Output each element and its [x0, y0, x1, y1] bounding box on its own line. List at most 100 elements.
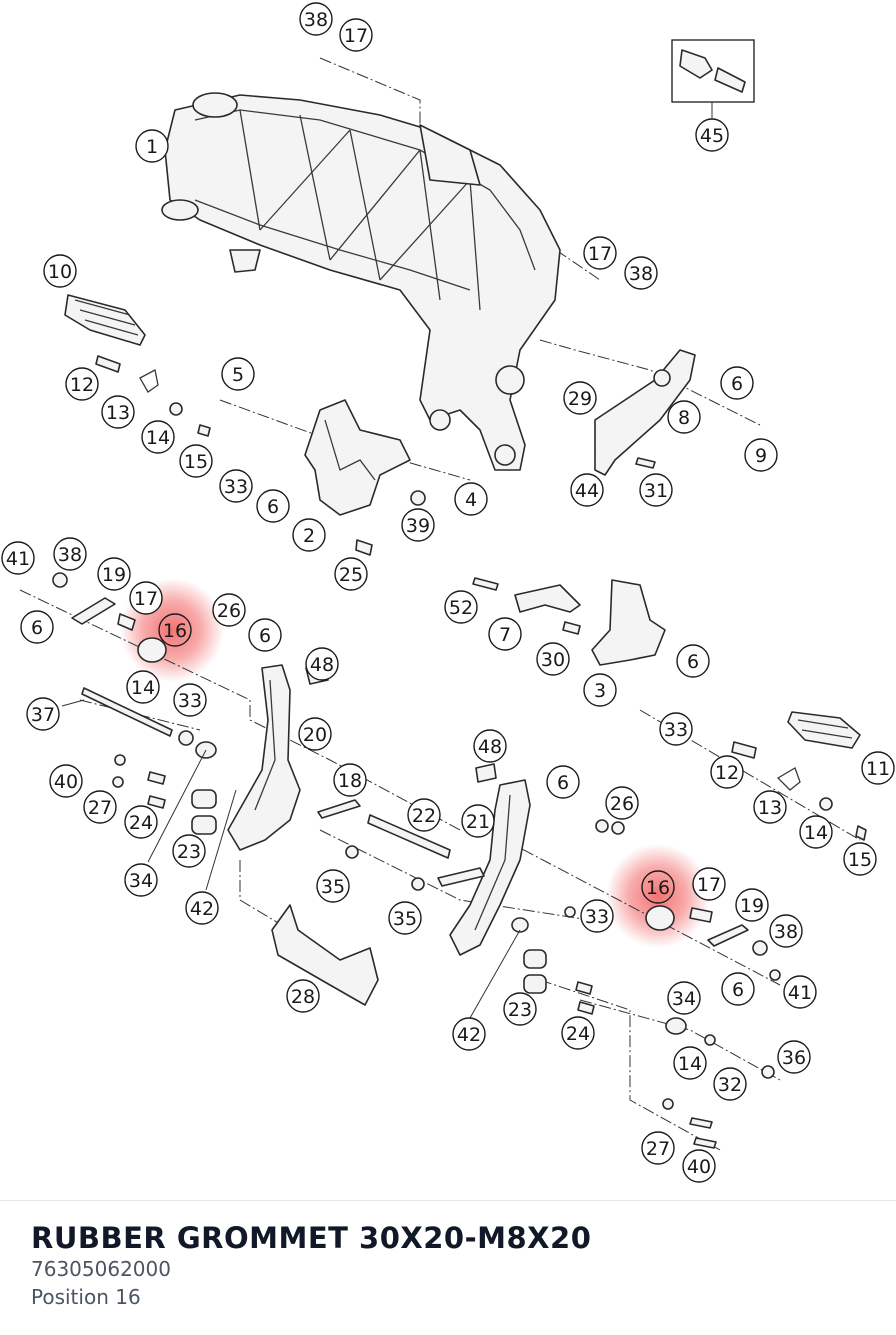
callout-33[interactable]: 33 [219, 469, 253, 503]
callout-38[interactable]: 38 [624, 256, 658, 290]
callout-ring [667, 981, 701, 1015]
callout-40[interactable]: 40 [682, 1149, 716, 1183]
callout-33[interactable]: 33 [659, 712, 693, 746]
callout-ring [641, 870, 675, 904]
callout-1[interactable]: 1 [135, 129, 169, 163]
callout-17[interactable]: 17 [692, 867, 726, 901]
callout-ring [695, 118, 729, 152]
callout-label: 16 [646, 877, 670, 899]
callout-17[interactable]: 17 [129, 581, 163, 615]
callout-2[interactable]: 2 [292, 518, 326, 552]
callout-41[interactable]: 41 [1, 541, 35, 575]
callout-16-highlighted[interactable]: 16 [158, 613, 192, 647]
callout-14[interactable]: 14 [141, 420, 175, 454]
callout-ring [401, 508, 435, 542]
callout-32[interactable]: 32 [713, 1067, 747, 1101]
callout-ring [305, 647, 339, 681]
callout-42[interactable]: 42 [452, 1017, 486, 1051]
callout-ring [605, 786, 639, 820]
callout-10[interactable]: 10 [43, 254, 77, 288]
callout-34[interactable]: 34 [667, 981, 701, 1015]
callout-31[interactable]: 31 [639, 473, 673, 507]
callout-12[interactable]: 12 [710, 755, 744, 789]
callout-9[interactable]: 9 [744, 438, 778, 472]
callout-label: 34 [129, 870, 153, 892]
callout-20[interactable]: 20 [298, 717, 332, 751]
callout-6[interactable]: 6 [720, 366, 754, 400]
callout-11[interactable]: 11 [861, 751, 895, 785]
callout-24[interactable]: 24 [124, 805, 158, 839]
callout-39[interactable]: 39 [401, 508, 435, 542]
callout-33[interactable]: 33 [580, 899, 614, 933]
callout-22[interactable]: 22 [407, 798, 441, 832]
callout-28[interactable]: 28 [286, 979, 320, 1013]
callout-label: 2 [303, 525, 315, 547]
callout-35[interactable]: 35 [388, 901, 422, 935]
callout-23[interactable]: 23 [503, 992, 537, 1026]
callout-48[interactable]: 48 [305, 647, 339, 681]
callout-44[interactable]: 44 [570, 473, 604, 507]
callout-13[interactable]: 13 [101, 395, 135, 429]
callout-14[interactable]: 14 [673, 1046, 707, 1080]
callout-label: 1 [146, 136, 158, 158]
callout-30[interactable]: 30 [536, 642, 570, 676]
plate-28-drawing [271, 904, 379, 1006]
callout-label: 41 [788, 982, 812, 1004]
callout-35[interactable]: 35 [316, 869, 350, 903]
callout-23[interactable]: 23 [172, 834, 206, 868]
callout-7[interactable]: 7 [488, 617, 522, 651]
callout-48[interactable]: 48 [473, 729, 507, 763]
callout-26[interactable]: 26 [605, 786, 639, 820]
callout-26[interactable]: 26 [212, 593, 246, 627]
callout-6[interactable]: 6 [676, 644, 710, 678]
callout-40[interactable]: 40 [49, 764, 83, 798]
callout-14[interactable]: 14 [126, 670, 160, 704]
callout-label: 20 [303, 724, 327, 746]
callout-12[interactable]: 12 [65, 367, 99, 401]
callout-ring [141, 420, 175, 454]
callout-38[interactable]: 38 [299, 2, 333, 36]
callout-27[interactable]: 27 [641, 1131, 675, 1165]
callout-label: 17 [697, 874, 721, 896]
callout-16-highlighted[interactable]: 16 [641, 870, 675, 904]
callout-17[interactable]: 17 [339, 18, 373, 52]
footrest-right-drawing [731, 711, 867, 841]
callout-33[interactable]: 33 [173, 683, 207, 717]
callout-37[interactable]: 37 [26, 697, 60, 731]
callout-19[interactable]: 19 [97, 557, 131, 591]
callout-29[interactable]: 29 [563, 381, 597, 415]
callout-6[interactable]: 6 [256, 489, 290, 523]
callout-5[interactable]: 5 [221, 357, 255, 391]
callout-38[interactable]: 38 [53, 537, 87, 571]
callout-41[interactable]: 41 [783, 975, 817, 1009]
callout-38[interactable]: 38 [769, 914, 803, 948]
callout-45[interactable]: 45 [695, 118, 729, 152]
footrest-left-drawing [64, 294, 211, 437]
callout-6[interactable]: 6 [546, 765, 580, 799]
callout-14[interactable]: 14 [799, 815, 833, 849]
callout-8[interactable]: 8 [667, 400, 701, 434]
callout-6[interactable]: 6 [248, 618, 282, 652]
callout-17[interactable]: 17 [583, 236, 617, 270]
callout-3[interactable]: 3 [583, 673, 617, 707]
callout-13[interactable]: 13 [753, 790, 787, 824]
callout-6[interactable]: 6 [721, 972, 755, 1006]
callout-label: 17 [134, 588, 158, 610]
callout-label: 44 [575, 480, 599, 502]
callout-4[interactable]: 4 [454, 482, 488, 516]
callout-42[interactable]: 42 [185, 891, 219, 925]
callout-label: 23 [177, 841, 201, 863]
callout-52[interactable]: 52 [444, 590, 478, 624]
callout-27[interactable]: 27 [83, 790, 117, 824]
callout-15[interactable]: 15 [179, 444, 213, 478]
callout-19[interactable]: 19 [735, 888, 769, 922]
callout-6[interactable]: 6 [20, 610, 54, 644]
carrier-right-drawing [317, 763, 781, 1149]
callout-25[interactable]: 25 [334, 557, 368, 591]
callout-18[interactable]: 18 [333, 763, 367, 797]
callout-21[interactable]: 21 [461, 804, 495, 838]
callout-15[interactable]: 15 [843, 842, 877, 876]
callout-24[interactable]: 24 [561, 1016, 595, 1050]
callout-34[interactable]: 34 [124, 863, 158, 897]
callout-36[interactable]: 36 [777, 1040, 811, 1074]
